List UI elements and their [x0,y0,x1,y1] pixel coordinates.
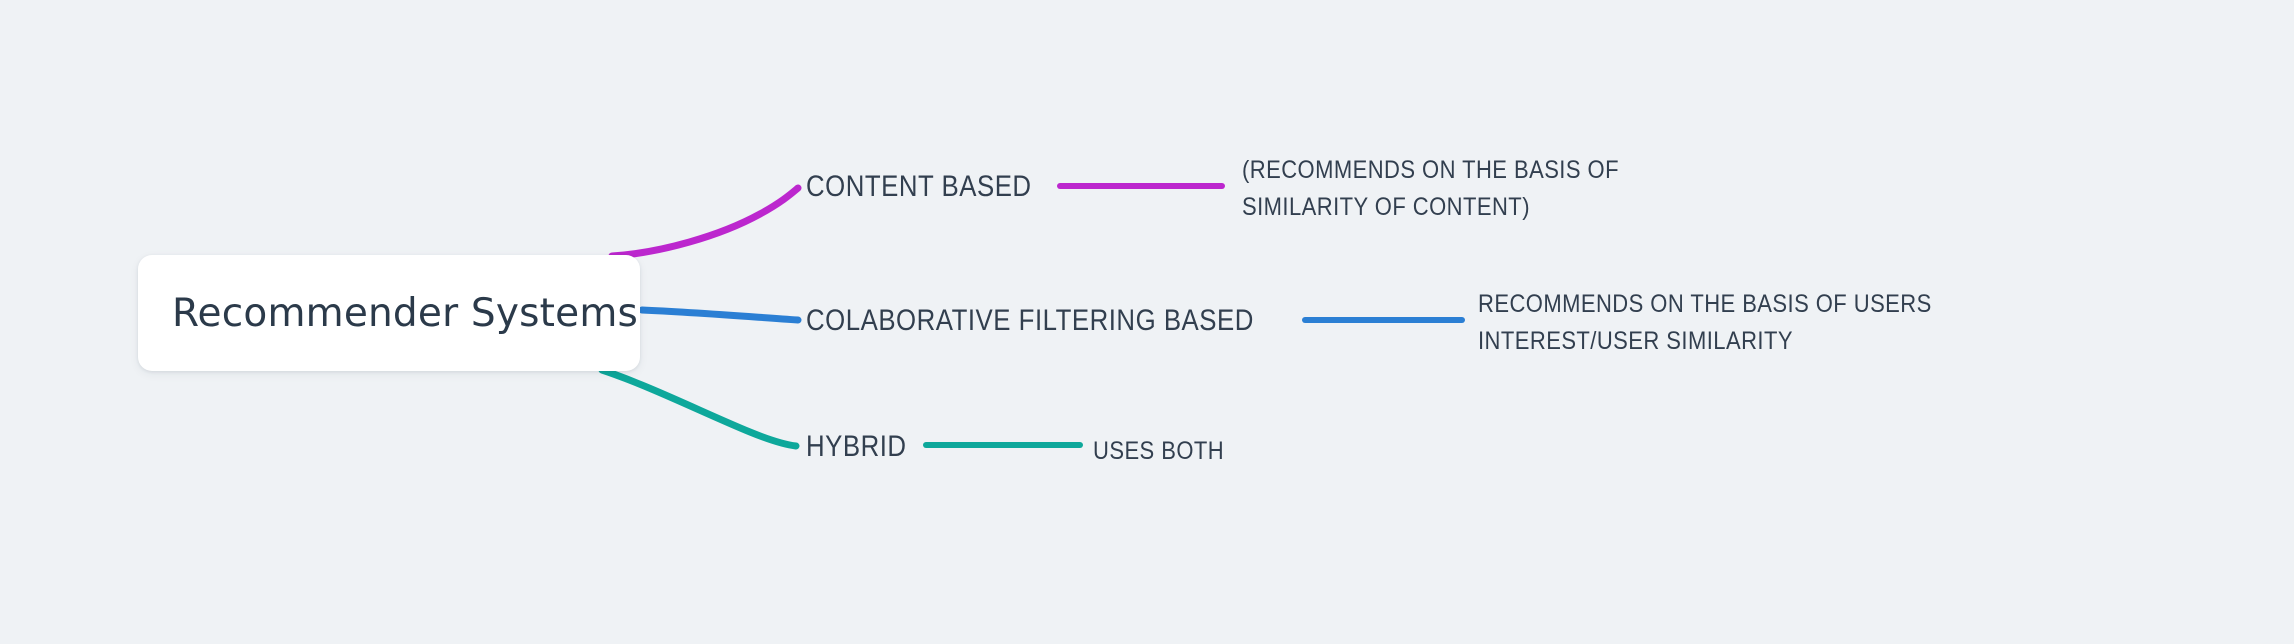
node-content-based[interactable]: CONTENT BASED [806,170,1032,203]
edge-root-to-hybrid [598,366,800,450]
node-collaborative-filtering-based[interactable]: COLABORATIVE FILTERING BASED [806,304,1254,337]
node-collaborative-filtering-based-description[interactable]: RECOMMENDS ON THE BASIS OF USERS INTERES… [1478,290,1932,355]
node-content-based-description[interactable]: (RECOMMENDS ON THE BASIS OF SIMILARITY O… [1242,156,1619,221]
edge-root-to-collaborative-filtering [638,306,802,324]
node-hybrid-description[interactable]: USES BOTH [1093,437,1225,465]
root-node-recommender-systems[interactable]: Recommender Systems [138,255,640,371]
edge-root-to-content-based [608,184,802,260]
node-hybrid[interactable]: HYBRID [806,430,907,463]
root-node-label: Recommender Systems [172,290,639,336]
